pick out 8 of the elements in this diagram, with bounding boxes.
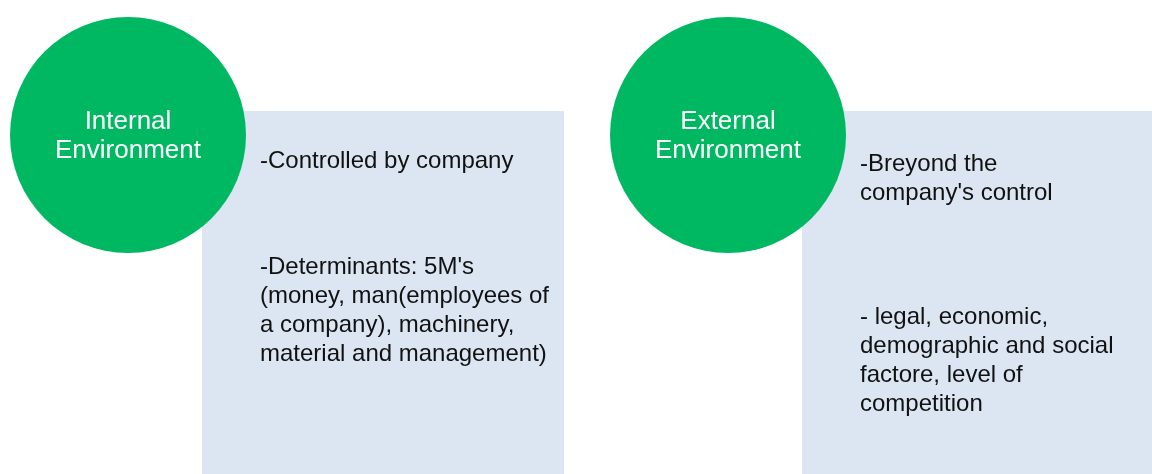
circle-label: Internal Environment bbox=[54, 106, 202, 164]
bullet-text: -Breyond the company's control bbox=[860, 148, 1054, 206]
text-panel bbox=[202, 111, 564, 474]
circle-label: External Environment bbox=[654, 106, 802, 164]
bullet-text: -Controlled by company bbox=[260, 145, 515, 174]
text-panel bbox=[802, 111, 1152, 474]
bullet-text: -Determinants: 5M's (money, man(employees of a company), machinery, material and management) bbox=[260, 251, 550, 367]
bullet-text: - legal, economic, demographic and social factore, level of competition bbox=[860, 301, 1115, 417]
